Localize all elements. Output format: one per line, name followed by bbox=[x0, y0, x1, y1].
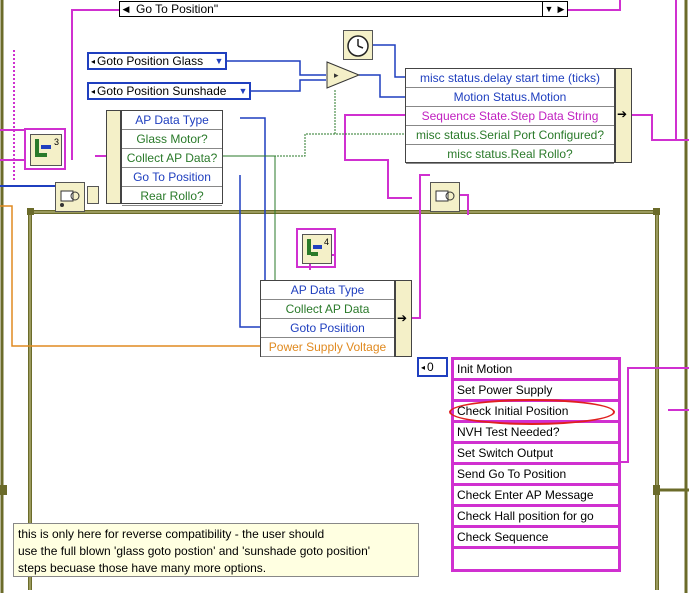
ring-tip-icon: ◂ bbox=[421, 362, 426, 372]
list-item[interactable]: Set Switch Output bbox=[454, 444, 618, 465]
bundle-by-name-lower[interactable]: AP Data Type Collect AP Data Goto Posiit… bbox=[260, 280, 395, 357]
gear-cluster-icon bbox=[435, 190, 455, 202]
bundle-item[interactable]: Motion Status.Motion bbox=[406, 88, 614, 107]
bundle-handle: ➔ bbox=[615, 68, 632, 163]
chevron-down-icon[interactable]: ▼ bbox=[214, 56, 224, 66]
array-index-icon bbox=[35, 139, 51, 157]
unbundle-item[interactable]: Rear Rollo? bbox=[122, 187, 222, 206]
gear-cluster-icon bbox=[60, 190, 80, 207]
index-array-node[interactable]: 4 bbox=[296, 228, 336, 268]
array-index-icon bbox=[307, 239, 322, 256]
bundle-item[interactable]: Goto Posiition bbox=[261, 319, 394, 338]
bundle-item[interactable]: Power Supply Voltage bbox=[261, 338, 394, 357]
cluster-subvi-icon[interactable] bbox=[55, 182, 85, 212]
unbundle-item[interactable]: Go To Position bbox=[122, 168, 222, 187]
ring-tip-icon: ◂ bbox=[91, 86, 96, 96]
bundle-item[interactable]: misc status.delay start time (ticks) bbox=[406, 69, 614, 88]
unbundle-item[interactable]: Collect AP Data? bbox=[122, 149, 222, 168]
unbundle-by-name-ap[interactable]: AP Data Type Glass Motor? Collect AP Dat… bbox=[121, 110, 223, 206]
bundle-item[interactable]: AP Data Type bbox=[261, 281, 394, 300]
comment-line: steps becuase those have many more optio… bbox=[18, 561, 267, 575]
numeric-constant[interactable]: ◂ 0 bbox=[417, 357, 448, 377]
case-selector-label: Go To Position" bbox=[136, 2, 219, 16]
clock-icon bbox=[347, 35, 369, 57]
tick-count-icon[interactable] bbox=[343, 30, 373, 60]
case-selector[interactable]: ◀ Go To Position" ▼ ▶ bbox=[119, 1, 568, 17]
ring-goto-position-glass[interactable]: ◂ Goto Position Glass ▼ bbox=[87, 52, 227, 70]
arrow-right-icon: ➔ bbox=[617, 107, 628, 121]
comment-note: this is only here for reverse compatibil… bbox=[13, 523, 419, 577]
bundle-item[interactable]: misc status.Serial Port Configured? bbox=[406, 126, 614, 145]
list-item[interactable]: Check Sequence bbox=[454, 528, 618, 549]
list-item[interactable]: NVH Test Needed? bbox=[454, 423, 618, 444]
chevron-down-icon[interactable]: ▼ bbox=[542, 2, 555, 16]
list-item[interactable]: Send Go To Position bbox=[454, 465, 618, 486]
list-item[interactable] bbox=[454, 549, 618, 570]
ring-label: Goto Position Glass bbox=[97, 54, 204, 68]
case-prev-icon[interactable]: ◀ bbox=[122, 3, 130, 14]
sequence-array-constant[interactable]: Init Motion Set Power Supply Check Initi… bbox=[451, 357, 621, 572]
bundle-item[interactable]: misc status.Real Rollo? bbox=[406, 145, 614, 164]
index-array-icon: 4 bbox=[302, 234, 332, 264]
case-next-icon[interactable]: ▶ bbox=[557, 3, 565, 14]
comment-line: this is only here for reverse compatibil… bbox=[18, 527, 325, 541]
list-item[interactable]: Init Motion bbox=[454, 360, 618, 381]
select-function-icon[interactable]: ▸ bbox=[326, 60, 360, 90]
index-array-icon: 3 bbox=[30, 134, 62, 166]
list-item[interactable]: Check Hall position for go bbox=[454, 507, 618, 528]
bundle-handle: ➔ bbox=[395, 280, 412, 357]
arrow-right-icon: ➔ bbox=[397, 311, 408, 325]
bundle-item[interactable]: Collect AP Data bbox=[261, 300, 394, 319]
index-badge: 3 bbox=[53, 137, 59, 147]
bundle-by-name-status[interactable]: misc status.delay start time (ticks) Mot… bbox=[405, 68, 615, 164]
unbundle-handle bbox=[106, 110, 121, 204]
unbundle-item[interactable]: Glass Motor? bbox=[122, 130, 222, 149]
highlight-oval bbox=[449, 399, 615, 425]
ring-goto-position-sunshade[interactable]: ◂ Goto Position Sunshade ▼ bbox=[87, 82, 251, 100]
bundle-item[interactable]: Sequence State.Step Data String bbox=[406, 107, 614, 126]
index-array-node[interactable]: 3 bbox=[24, 128, 66, 170]
list-item[interactable]: Check Enter AP Message bbox=[454, 486, 618, 507]
chevron-down-icon[interactable]: ▼ bbox=[238, 86, 248, 96]
ring-tip-icon: ◂ bbox=[91, 56, 96, 66]
svg-text:▸: ▸ bbox=[334, 71, 339, 81]
ring-label: Goto Position Sunshade bbox=[97, 84, 227, 98]
comment-line: use the full blown 'glass goto postion' … bbox=[18, 544, 371, 558]
cluster-subvi-icon[interactable] bbox=[430, 182, 460, 212]
index-badge: 4 bbox=[323, 237, 329, 247]
unbundle-item[interactable]: AP Data Type bbox=[122, 111, 222, 130]
cluster-subvi-terminal bbox=[87, 186, 99, 204]
numeric-constant-value: 0 bbox=[427, 360, 434, 374]
